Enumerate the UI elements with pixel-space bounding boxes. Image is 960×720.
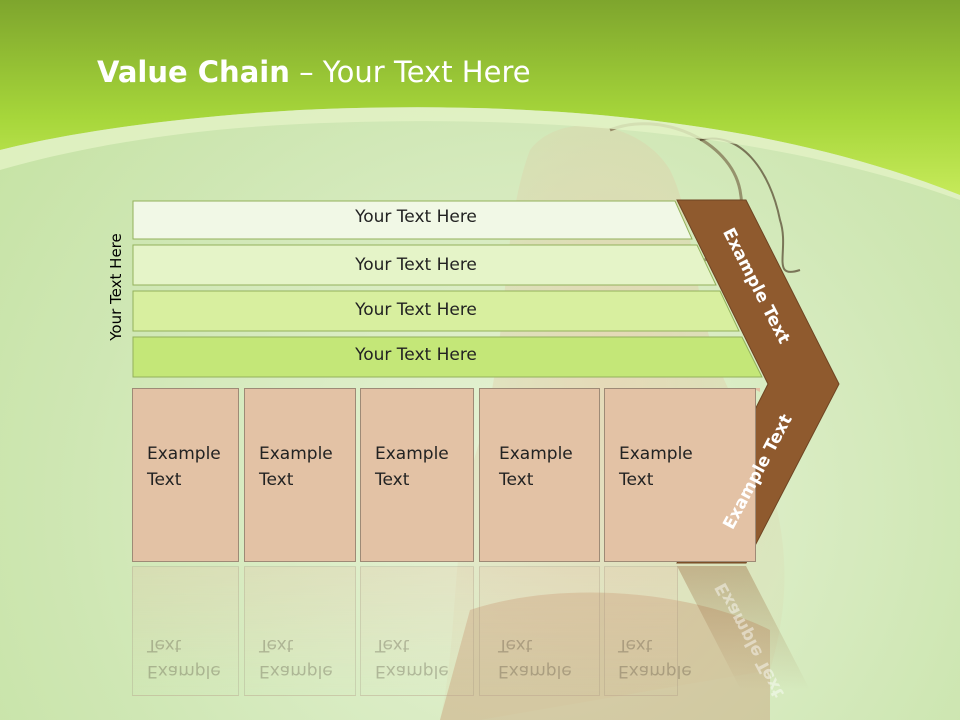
box-reflection-2 — [244, 566, 356, 696]
row-label-3: Your Text Here — [355, 300, 477, 320]
activity-box-1-line2: Text — [147, 470, 182, 490]
activity-box-4-line2: Text — [499, 470, 534, 490]
title-bold: Value Chain — [97, 55, 290, 89]
activity-box-2-line1: Example — [259, 444, 333, 464]
row-bar-2 — [132, 244, 717, 286]
row-bar-3 — [132, 290, 740, 332]
activity-box-3: Example Text — [360, 388, 474, 562]
activity-box-1-line1: Example — [147, 444, 221, 464]
title-rest: – Your Text Here — [289, 55, 531, 89]
activity-box-5-line1: Example — [619, 444, 693, 464]
row-bar-1 — [132, 200, 693, 240]
box-reflection-5 — [604, 566, 678, 696]
activity-box-4: Example Text — [479, 388, 600, 562]
activity-box-5: Example Text — [604, 388, 756, 562]
header-banner — [0, 0, 960, 200]
row-label-2: Your Text Here — [355, 255, 477, 275]
activity-box-4-line1: Example — [499, 444, 573, 464]
chevron-arrow — [676, 199, 840, 564]
row-label-1: Your Text Here — [355, 207, 477, 227]
activity-box-3-line2: Text — [375, 470, 410, 490]
chevron-reflection — [677, 566, 810, 690]
activity-box-5-line2: Text — [619, 470, 654, 490]
box-reflection-1 — [132, 566, 239, 696]
activity-box-2: Example Text — [244, 388, 356, 562]
row-label-4: Your Text Here — [355, 345, 477, 365]
activity-box-2-line2: Text — [259, 470, 294, 490]
box-reflection-3 — [360, 566, 474, 696]
row-bar-4 — [132, 336, 763, 378]
box-reflection-4 — [479, 566, 600, 696]
page-title: Value Chain – Your Text Here — [97, 55, 531, 89]
activity-box-3-line1: Example — [375, 444, 449, 464]
activity-box-1: Example Text — [132, 388, 239, 562]
